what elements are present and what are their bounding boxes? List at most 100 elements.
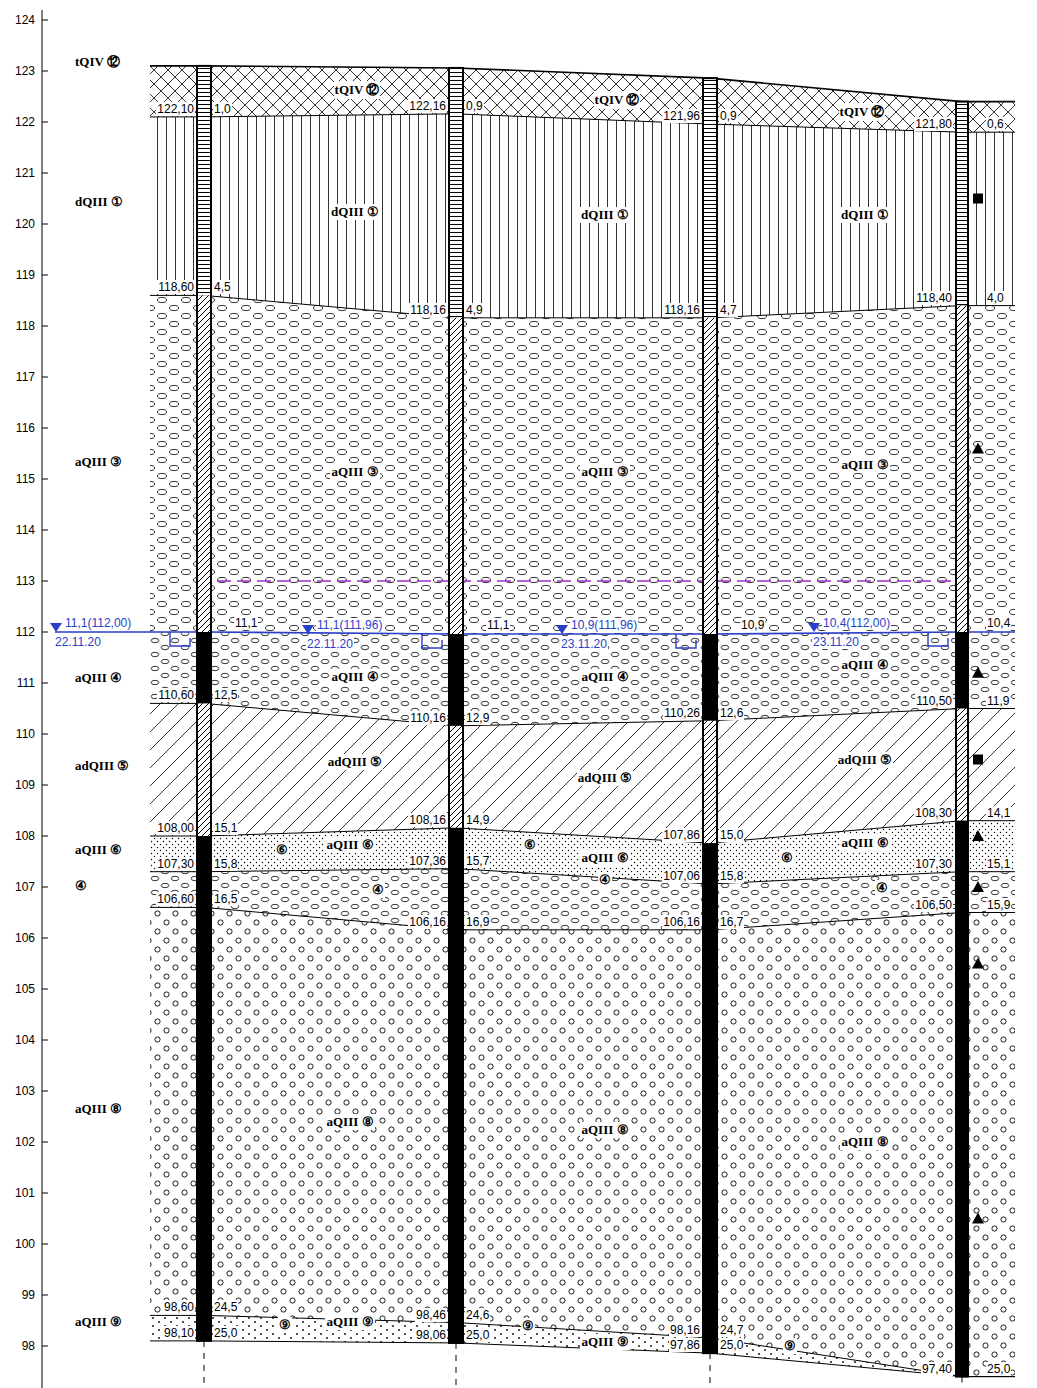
elevation-mark: 98,16 — [669, 1323, 701, 1337]
layer-label: ⑨ — [521, 1318, 535, 1334]
borehole-segment — [197, 836, 211, 1341]
borehole — [449, 68, 463, 1343]
axis-tick-label: 110 — [15, 727, 36, 741]
water-level-date: 22.11.20 — [54, 635, 102, 649]
axis-tick — [42, 1142, 48, 1143]
elevation-mark: 107,86 — [662, 828, 701, 842]
layer-label: aQIII ⑧ — [840, 1134, 889, 1150]
layer-label: aQIII ⑨ — [325, 1314, 374, 1330]
borehole-segment — [197, 703, 211, 836]
axis-tick-label: 104 — [14, 1033, 36, 1047]
axis-tick-label: 103 — [14, 1084, 36, 1098]
depth-mark: 4,0 — [986, 291, 1005, 305]
axis-tick — [42, 581, 48, 582]
water-depth-mark: 10,9 — [740, 618, 765, 632]
elevation-mark: 118,16 — [409, 303, 447, 317]
sample-marker — [972, 830, 984, 841]
borehole-segment — [956, 306, 968, 632]
soil-layer — [150, 1315, 1015, 1376]
axis-tick — [42, 71, 48, 72]
water-level-marker — [808, 623, 820, 632]
axis-tick-label: 113 — [15, 574, 36, 588]
axis-tick-label: 119 — [15, 268, 36, 282]
layer-label: tQIV ⑫ — [839, 103, 886, 121]
layer-label: aQIII ⑥ — [840, 835, 889, 851]
depth-mark: 25,0 — [465, 1328, 490, 1342]
sample-marker — [972, 958, 984, 969]
layer-label: ⑨ — [278, 1317, 292, 1333]
depth-mark: 16,5 — [213, 892, 238, 906]
axis-tick-label: 98 — [21, 1339, 36, 1353]
elevation-mark: 108,30 — [914, 806, 953, 820]
elevation-mark: 97,40 — [921, 1362, 953, 1376]
depth-mark: 1,0 — [213, 102, 232, 116]
elevation-mark: 98,10 — [163, 1326, 195, 1340]
depth-mark: 11,9 — [986, 694, 1010, 708]
water-level-label: 10,4(112,00) — [822, 616, 891, 630]
borehole-segment — [956, 709, 968, 821]
depth-mark: 25,0 — [213, 1326, 238, 1340]
water-level-label: 10,9(111,96) — [570, 618, 638, 632]
elevation-mark: 110,60 — [157, 688, 195, 702]
water-bracket — [928, 632, 948, 646]
axis-tick-label: 118 — [15, 319, 36, 333]
layer-label: aQIII ⑨ — [580, 1334, 629, 1350]
elevation-mark: 97,86 — [669, 1338, 701, 1352]
elevation-mark: 122,10 — [156, 102, 195, 116]
layer-label: ⑥ — [523, 837, 537, 853]
depth-mark: 15,7 — [465, 854, 490, 868]
axis-tick-label: 102 — [14, 1135, 36, 1149]
elevation-mark: 121,96 — [662, 109, 701, 123]
water-level-label: 11,1(112,00) — [64, 616, 132, 630]
layer-label: aQIII ⑥ — [325, 837, 374, 853]
elevation-mark: 118,60 — [157, 280, 195, 294]
depth-mark: 15,9 — [986, 898, 1011, 912]
layer-label: aQIII ③ — [330, 464, 379, 480]
borehole-segment — [449, 828, 463, 1343]
borehole-extension — [962, 1377, 963, 1388]
axis-tick — [42, 20, 48, 21]
borehole-extension — [204, 1341, 205, 1388]
layer-label: adQIII ⑤ — [577, 770, 633, 786]
layer-label: aQIII ⑥ — [580, 850, 629, 866]
depth-mark: 12,6 — [719, 706, 744, 720]
water-bracket — [170, 632, 190, 646]
elevation-mark: 106,60 — [156, 892, 195, 906]
elevation-mark: 107,30 — [914, 857, 953, 871]
elevation-mark: 98,06 — [415, 1328, 447, 1342]
layer-label: aQIII ④ — [840, 657, 889, 673]
depth-mark: 4,9 — [465, 303, 484, 317]
borehole-segment — [449, 634, 463, 726]
layer-index: aQIII ④ — [74, 670, 123, 686]
sample-marker — [973, 194, 983, 204]
borehole — [703, 78, 717, 1353]
depth-mark: 15,8 — [213, 857, 238, 871]
elevation-mark: 108,00 — [156, 821, 195, 835]
borehole-extension — [710, 1353, 711, 1388]
elevation-mark: 107,30 — [156, 857, 195, 871]
borehole-segment — [956, 102, 968, 306]
axis-tick-label: 115 — [15, 472, 36, 486]
depth-mark: 25,0 — [719, 1338, 744, 1352]
foundation-line — [197, 580, 968, 582]
soil-layer — [150, 295, 1015, 634]
axis-tick-label: 122 — [14, 115, 36, 129]
layer-label: adQIII ⑤ — [837, 752, 893, 768]
axis-tick — [42, 938, 48, 939]
water-level-date: 22.11.20 — [306, 637, 354, 651]
axis-tick — [42, 275, 48, 276]
axis-tick — [42, 1040, 48, 1041]
depth-mark: 14,1 — [986, 806, 1011, 820]
elevation-mark: 98,46 — [415, 1308, 447, 1322]
axis-tick — [42, 734, 48, 735]
axis-tick — [42, 377, 48, 378]
layer-boundary — [150, 295, 1015, 317]
layer-boundary — [150, 907, 1015, 929]
axis-tick-label: 114 — [15, 523, 36, 537]
layer-label: dQIII ① — [330, 204, 380, 220]
axis-tick-label: 100 — [14, 1237, 36, 1251]
depth-mark: 24,6 — [465, 1308, 490, 1322]
elevation-mark: 107,06 — [662, 869, 701, 883]
axis-tick — [42, 1091, 48, 1092]
sample-marker — [972, 667, 984, 678]
